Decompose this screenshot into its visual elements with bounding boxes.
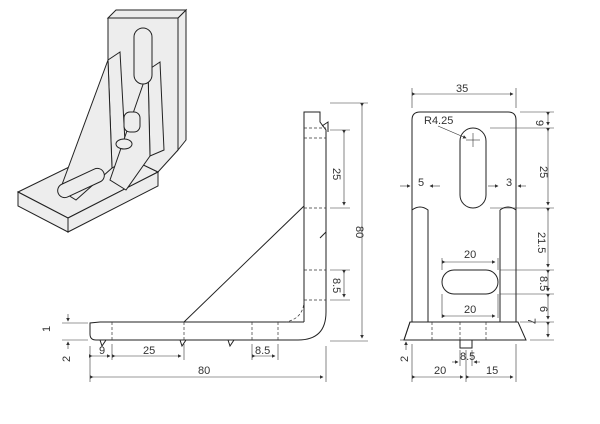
front-dim-slot-height: 8.5	[537, 276, 549, 291]
front-dim-foot-b: 7	[525, 318, 537, 324]
front-dim-pin: 8.5	[460, 351, 475, 363]
front-view: 35 R4.25 9 25 21.5 8.5 6 7 5 3 20	[399, 83, 554, 382]
front-dim-thickness: 2	[399, 356, 411, 362]
front-dim-slot-width-top: 20	[464, 249, 476, 261]
front-dim-width: 35	[456, 83, 468, 95]
front-dim-slot-width-bottom: 20	[464, 304, 476, 316]
isometric-view	[16, 8, 188, 233]
side-dim-thickness-b: 2	[61, 356, 73, 362]
side-dim-left: 9	[99, 345, 105, 357]
front-dim-bottom-right: 15	[486, 365, 498, 377]
side-dim-thickness-a: 1	[41, 326, 53, 332]
side-dim-width: 80	[198, 365, 210, 377]
front-dim-foot: 6	[537, 306, 549, 312]
front-dim-gap-left: 5	[418, 177, 424, 189]
side-dim-slot-lower: 8.5	[330, 278, 342, 293]
front-dim-mid: 21.5	[535, 232, 547, 253]
side-dim-height: 80	[353, 226, 365, 238]
front-dim-slot-length: 25	[537, 166, 549, 178]
front-dim-bottom-left: 20	[434, 365, 446, 377]
front-dim-gap-right: 3	[506, 177, 512, 189]
side-view: 80 25 8.5 80 9 25 8.5 1 2	[41, 102, 368, 382]
front-dim-radius: R4.25	[424, 115, 453, 127]
side-dim-slot-upper: 25	[330, 168, 342, 180]
side-dim-right: 8.5	[255, 345, 270, 357]
front-dim-top: 9	[533, 120, 545, 126]
side-dim-mid: 25	[143, 345, 155, 357]
